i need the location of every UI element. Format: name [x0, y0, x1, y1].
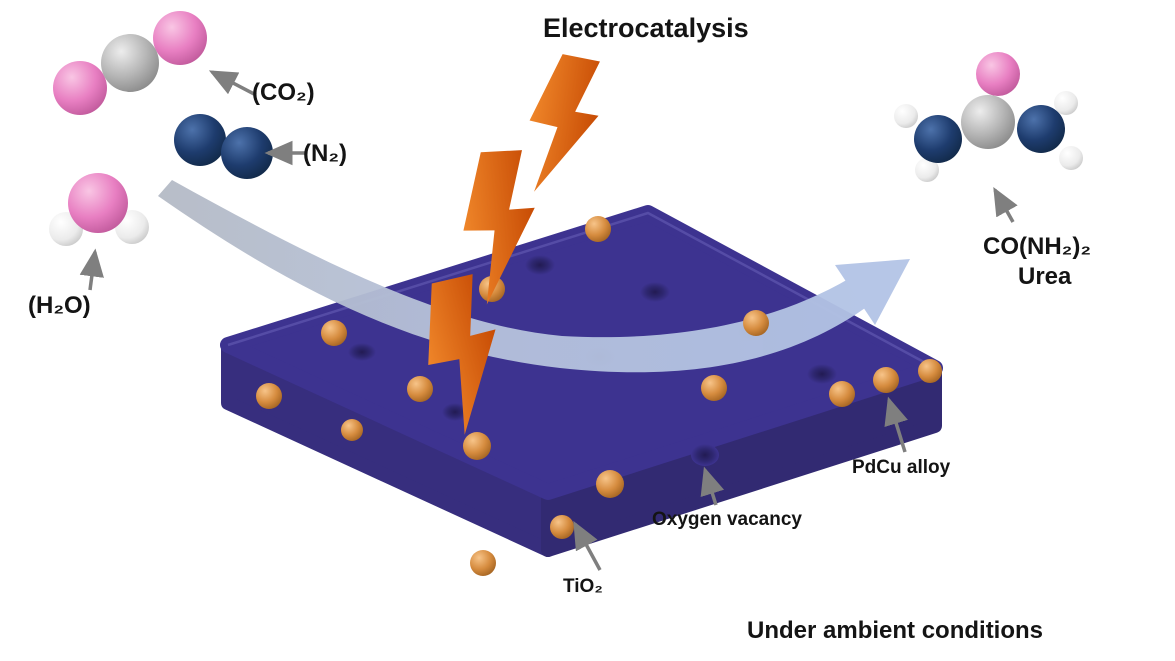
h2o-pointer-arrow: [79, 248, 104, 291]
nitrogen-atom: [1017, 105, 1065, 153]
pdcu-sphere: [407, 376, 433, 402]
urea-name-label: Urea: [1018, 263, 1072, 290]
oxygen-atom: [976, 52, 1020, 96]
n2-label: (N₂): [303, 140, 347, 167]
pdcu-sphere: [321, 320, 347, 346]
pointer-arrows: [79, 70, 1018, 571]
urea-molecule: [894, 52, 1083, 182]
co2-label: (CO₂): [252, 79, 315, 106]
pdcu-sphere: [550, 515, 574, 539]
pdcu-alloy-label: PdCu alloy: [852, 457, 951, 478]
tio2-pointer-arrow: [573, 520, 602, 571]
pdcu-sphere: [585, 216, 611, 242]
nitrogen-atom: [174, 114, 226, 166]
carbon-atom: [101, 34, 159, 92]
hydrogen-atom: [894, 104, 918, 128]
oxygen-vacancy-dimple: [525, 255, 555, 275]
co2-pointer-arrow: [208, 70, 257, 97]
urea-pointer-arrow: [993, 186, 1018, 223]
oxygen-vacancy-label: Oxygen vacancy: [652, 509, 802, 530]
hydrogen-atom: [1054, 91, 1078, 115]
conditions-label: Under ambient conditions: [747, 617, 1044, 644]
nitrogen-atom: [221, 127, 273, 179]
reaction-flow-arrow: [158, 180, 910, 373]
oxygen-vacancy-dimple: [807, 364, 837, 384]
pdcu-sphere: [873, 367, 899, 393]
oxygen-vacancy-dimple: [640, 282, 670, 302]
pdcu-sphere: [743, 310, 769, 336]
vacancy-pointer-arrow: [700, 466, 725, 506]
oxygen-vacancy-dimple: [442, 403, 468, 421]
pdcu-pointer-arrow: [884, 396, 908, 453]
pdcu-spheres: [256, 216, 942, 576]
oxygen-atom: [68, 173, 128, 233]
h2o-molecule: [49, 173, 149, 246]
pdcu-sphere: [463, 432, 491, 460]
pdcu-sphere: [341, 419, 363, 441]
oxygen-vacancy-dimple: [348, 343, 376, 361]
urea-formula-label: CO(NH₂)₂: [983, 233, 1091, 260]
reaction-flow-arrowhead: [835, 259, 910, 325]
title-electrocatalysis: Electrocatalysis: [543, 13, 749, 43]
tio2-label: TiO₂: [563, 576, 603, 597]
carbon-atom: [961, 95, 1015, 149]
hydrogen-atom: [1059, 146, 1083, 170]
n2-molecule: [174, 114, 273, 179]
oxygen-atom: [53, 61, 107, 115]
oxygen-vacancy-dimple: [691, 444, 719, 466]
oxygen-atom: [153, 11, 207, 65]
hydrogen-atom: [915, 158, 939, 182]
pdcu-sphere: [918, 359, 942, 383]
pdcu-sphere: [470, 550, 496, 576]
h2o-label: (H₂O): [28, 292, 91, 319]
reaction-flow-body: [158, 180, 868, 373]
co2-molecule: [53, 11, 207, 115]
nitrogen-atom: [914, 115, 962, 163]
pdcu-sphere: [596, 470, 624, 498]
lightning-bolt-icon: [524, 52, 603, 196]
pdcu-sphere: [829, 381, 855, 407]
pdcu-sphere: [701, 375, 727, 401]
pdcu-sphere: [256, 383, 282, 409]
